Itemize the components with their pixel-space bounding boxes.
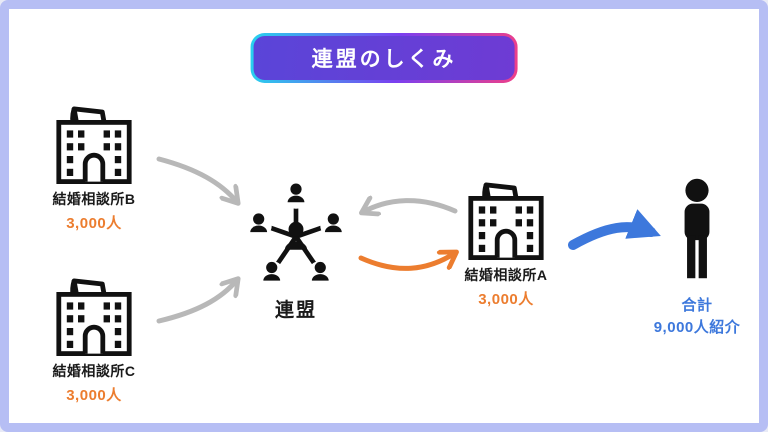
person-silhouette-icon	[668, 177, 726, 285]
agency-b-node: 結婚相談所B 3,000人	[34, 95, 154, 233]
people-network-icon	[240, 177, 352, 289]
result-line2: 9,000人紹介	[653, 318, 741, 336]
arrow-a-to-federation	[363, 201, 458, 212]
arrow-federation-to-a	[358, 253, 455, 271]
federation-label: 連盟	[274, 300, 317, 321]
building-megaphone-icon	[46, 267, 142, 357]
page-title: 連盟のしくみ	[253, 36, 515, 80]
title-badge: 連盟のしくみ	[250, 33, 518, 83]
agency-b-count: 3,000人	[66, 215, 122, 232]
result-line1: 合計	[681, 297, 713, 314]
building-megaphone-icon	[458, 171, 554, 261]
agency-c-label: 結婚相談所C	[52, 363, 136, 379]
customer-node: 合計 9,000人紹介	[627, 177, 759, 339]
agency-b-label: 結婚相談所B	[52, 191, 136, 207]
building-megaphone-icon	[46, 95, 142, 185]
agency-a-label: 結婚相談所A	[464, 267, 548, 283]
federation-node: 連盟	[236, 177, 356, 322]
agency-c-count: 3,000人	[66, 387, 122, 404]
agency-c-node: 結婚相談所C 3,000人	[34, 267, 154, 405]
agency-a-count: 3,000人	[478, 291, 534, 308]
arrow-c-to-federation	[156, 280, 237, 324]
arrow-b-to-federation	[156, 156, 237, 202]
agency-a-node: 結婚相談所A 3,000人	[446, 171, 566, 309]
result-text: 合計 9,000人紹介	[627, 295, 759, 339]
